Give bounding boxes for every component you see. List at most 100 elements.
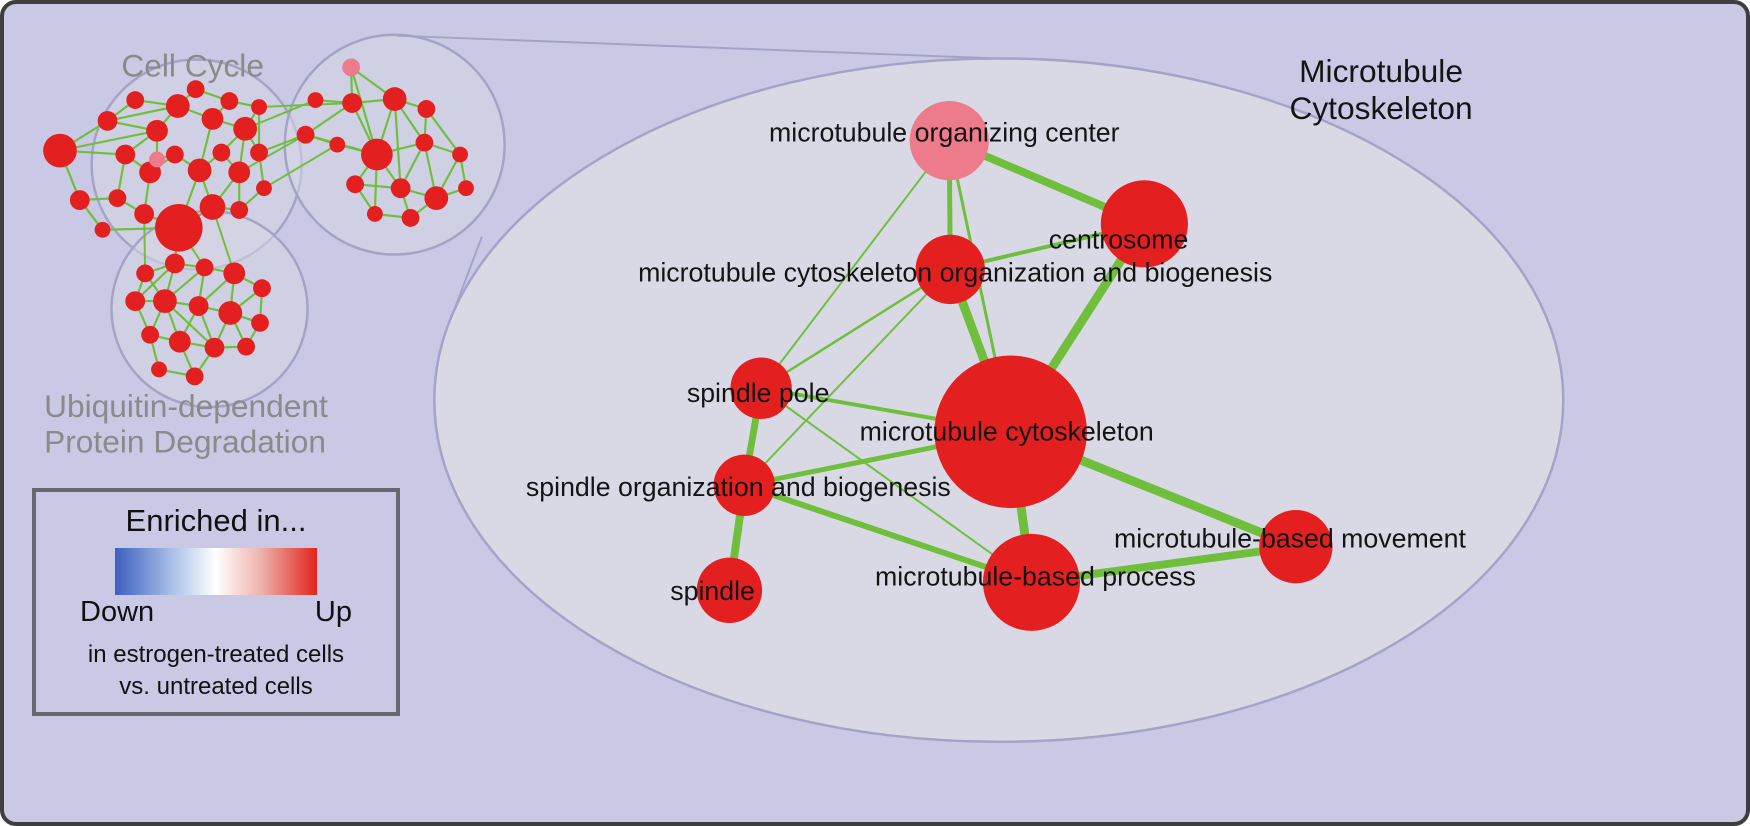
node-org_bio[interactable]: [915, 234, 985, 305]
cluster-circle-microtubule: [283, 33, 506, 256]
overview-node[interactable]: [151, 361, 167, 378]
magnifier-line: [396, 34, 999, 60]
overview-nodes-layer: [43, 58, 474, 386]
edge-moc-spindle_pole: [760, 140, 951, 389]
overview-node[interactable]: [155, 204, 203, 252]
overview-node[interactable]: [366, 206, 383, 222]
overview-node[interactable]: [296, 125, 315, 144]
overview-node[interactable]: [458, 180, 474, 197]
node-mt_movement[interactable]: [1259, 510, 1333, 584]
overview-node[interactable]: [256, 180, 272, 197]
overview-node[interactable]: [94, 221, 111, 238]
overview-edge: [393, 98, 402, 189]
overview-node[interactable]: [165, 145, 184, 164]
overview-node[interactable]: [417, 100, 436, 118]
overview-node[interactable]: [223, 262, 246, 285]
overview-node[interactable]: [165, 94, 190, 118]
overview-node[interactable]: [204, 337, 225, 358]
microtubule-cluster-label-line1: Microtubule: [1299, 53, 1463, 89]
overview-node[interactable]: [253, 279, 271, 298]
overview-node[interactable]: [342, 58, 361, 77]
overview-node[interactable]: [342, 93, 363, 113]
node-moc[interactable]: [909, 101, 989, 181]
legend-note-line1: in estrogen-treated cells: [87, 641, 345, 668]
overview-node[interactable]: [146, 119, 168, 142]
node-label-moc: microtubule organizing center: [769, 118, 1120, 148]
legend: Enriched in... Down Up in estrogen-treat…: [32, 488, 400, 716]
overview-node[interactable]: [346, 175, 364, 194]
ubiquitin-cluster-label-line1: Ubiquitin-dependent: [44, 388, 328, 424]
overview-node[interactable]: [136, 264, 155, 283]
overview-node[interactable]: [307, 92, 324, 108]
overview-node[interactable]: [452, 146, 468, 163]
overview-cross-edge: [258, 102, 353, 108]
edge-spindle_pole-mt_process: [760, 387, 1033, 584]
overview-node[interactable]: [195, 258, 214, 277]
overview-node[interactable]: [153, 289, 177, 313]
overview-node[interactable]: [164, 253, 185, 274]
overview-edge: [425, 108, 461, 156]
overview-node[interactable]: [108, 189, 127, 208]
microtubule-cluster-label-line2: Cytoskeleton: [1289, 90, 1472, 126]
node-label-centrosome: centrosome: [1049, 225, 1189, 255]
overview-node[interactable]: [43, 133, 77, 168]
overview-node[interactable]: [220, 92, 239, 110]
overview-node[interactable]: [329, 136, 346, 153]
node-label-org_bio: microtubule cytoskeleton organization an…: [638, 257, 1272, 287]
overview-node[interactable]: [250, 143, 268, 162]
overview-node[interactable]: [187, 158, 212, 183]
overview-node[interactable]: [126, 91, 145, 109]
cell-cycle-cluster-label: Cell Cycle: [121, 47, 264, 83]
overview-node[interactable]: [230, 201, 249, 219]
legend-scale-ends: Down Up: [36, 595, 396, 629]
node-mt_process[interactable]: [982, 533, 1080, 631]
overview-node[interactable]: [69, 190, 90, 210]
overview-node[interactable]: [186, 80, 205, 99]
overview-node[interactable]: [168, 330, 191, 353]
overview-node[interactable]: [218, 301, 243, 325]
node-spindle_org[interactable]: [713, 454, 775, 516]
overview-node[interactable]: [390, 178, 411, 199]
overview-node[interactable]: [228, 161, 251, 184]
overview-node[interactable]: [201, 107, 224, 130]
overview-node[interactable]: [251, 99, 267, 115]
legend-down-label: Down: [80, 596, 155, 628]
overview-node[interactable]: [361, 138, 393, 171]
node-label-mt_process: microtubule-based process: [875, 561, 1196, 591]
overview-node[interactable]: [424, 186, 449, 210]
overview-node[interactable]: [97, 110, 118, 131]
overview-node[interactable]: [115, 144, 136, 165]
overview-node[interactable]: [237, 337, 256, 356]
overview-node[interactable]: [212, 143, 231, 162]
overview-node[interactable]: [134, 204, 155, 224]
network-canvas: microtubule organizing centercentrosomem…: [43, 33, 1565, 744]
overview-node[interactable]: [188, 296, 209, 316]
overview-node[interactable]: [149, 151, 165, 168]
overview-node[interactable]: [185, 367, 204, 386]
overview-node[interactable]: [401, 208, 420, 227]
overview-node[interactable]: [415, 133, 434, 152]
overview-node[interactable]: [199, 194, 226, 220]
node-label-mt_movement: microtubule-based movement: [1114, 524, 1467, 554]
legend-note-line2: vs. untreated cells: [119, 672, 313, 700]
node-spindle_pole[interactable]: [730, 357, 792, 419]
node-mt_cyto[interactable]: [934, 355, 1087, 509]
overview-node[interactable]: [251, 313, 269, 332]
overview-cross-edge: [143, 213, 147, 274]
edge-org_bio-spindle_pole: [760, 268, 951, 390]
overview-node[interactable]: [233, 116, 258, 141]
legend-title: Enriched in...: [125, 503, 307, 538]
node-spindle[interactable]: [696, 557, 763, 623]
zoom-nodes-layer: [696, 101, 1333, 631]
overview-node[interactable]: [141, 325, 160, 344]
node-centrosome[interactable]: [1100, 180, 1188, 268]
overview-edge: [107, 104, 179, 122]
node-label-mt_cyto: microtubule cytoskeleton: [860, 417, 1154, 447]
legend-up-label: Up: [314, 596, 352, 628]
ubiquitin-cluster-label-line2: Protein Degradation: [44, 424, 326, 460]
edge-spindle_org-mt_process: [743, 482, 1033, 586]
overview-node[interactable]: [125, 291, 146, 311]
overview-node[interactable]: [382, 87, 407, 111]
node-label-spindle: spindle: [670, 576, 755, 606]
